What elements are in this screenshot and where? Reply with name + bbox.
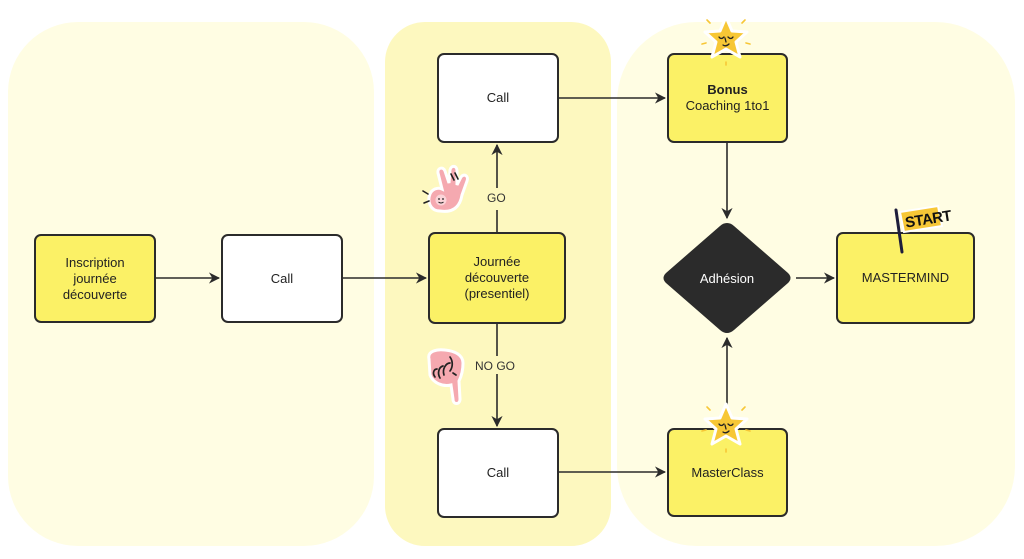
node-label-line: journée <box>73 270 117 286</box>
node-label-line: (presentiel) <box>464 286 530 301</box>
node-label: Adhésion <box>699 270 755 286</box>
node-call-nogo[interactable]: Call <box>437 428 559 518</box>
node-label: Call <box>486 90 510 105</box>
start-flag-icon: START <box>890 204 952 256</box>
node-label: MasterClass <box>691 464 764 480</box>
diamond-shape <box>663 223 791 333</box>
node-subtitle: Coaching 1to1 <box>685 98 770 113</box>
ok-hand-icon <box>422 164 469 213</box>
node-label-line: Inscription <box>65 254 125 270</box>
node-inscription-journee-decouverte[interactable]: Inscription journée découverte <box>34 234 156 323</box>
node-label-line: Journée <box>473 254 521 269</box>
node-call[interactable]: Call <box>221 234 343 323</box>
smiling-star-icon <box>701 15 751 66</box>
edge-label-go: GO <box>487 191 506 205</box>
node-label: MASTERMIND <box>861 270 950 285</box>
edge-label-nogo: NO GO <box>475 359 516 373</box>
node-label-line: découverte <box>464 270 530 285</box>
smiling-star-icon <box>701 402 751 453</box>
node-title: Bonus <box>707 82 748 97</box>
node-label: Call <box>270 270 294 286</box>
node-mastermind[interactable]: MASTERMIND <box>836 232 975 324</box>
flag-shape <box>894 204 944 254</box>
node-call-go[interactable]: Call <box>437 53 559 143</box>
pointing-down-hand-icon <box>427 348 465 405</box>
node-label-line: découverte <box>62 286 128 302</box>
node-journee-decouverte[interactable]: Journée découverte (presentiel) <box>428 232 566 324</box>
node-bonus-coaching[interactable]: Bonus Coaching 1to1 <box>667 53 788 143</box>
node-adhesion-decision[interactable]: Adhésion <box>660 220 794 336</box>
node-label: Call <box>486 465 510 480</box>
node-masterclass[interactable]: MasterClass <box>667 428 788 517</box>
